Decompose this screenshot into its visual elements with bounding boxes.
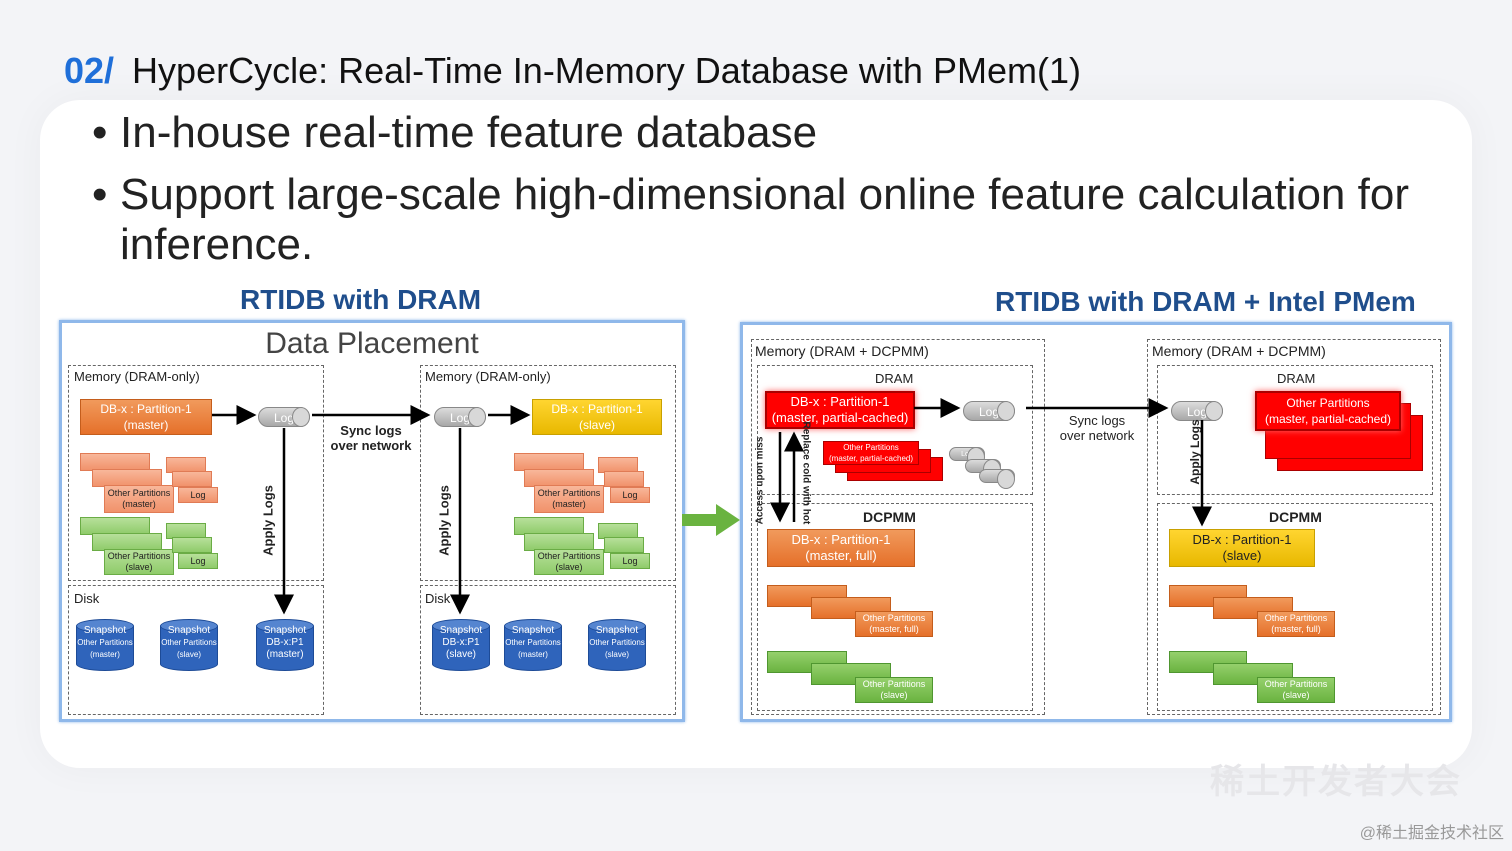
log-stack: Log (610, 553, 650, 569)
diagram-title: Data Placement (265, 327, 479, 360)
dcpmm-label: DCPMM (863, 509, 916, 525)
sync-logs-label: Sync logs over network (330, 423, 412, 453)
other-partitions-master-full: Other Partitions (master, full) (1257, 611, 1335, 637)
right-heading: RTIDB with DRAM + Intel PMem (995, 286, 1416, 317)
dcpmm-region (1157, 503, 1433, 711)
memory-label: Memory (DRAM + DCPMM) (1152, 343, 1326, 359)
memory-region-slave (420, 365, 676, 581)
other-partitions-master: Other Partitions (master) (104, 485, 174, 513)
log-stack: Log (178, 553, 218, 569)
dram-region (1157, 365, 1433, 495)
bullet-item: •In-house real-time feature database (92, 108, 818, 157)
memory-label: Memory (DRAM-only) (425, 369, 551, 384)
master-partition-cached: DB-x : Partition-1 (master, partial-cach… (765, 391, 915, 429)
other-partitions-slave: Other Partitions (slave) (855, 677, 933, 703)
log-stack (604, 471, 644, 487)
master-partition-full: DB-x : Partition-1 (master, full) (767, 529, 915, 567)
dram-label: DRAM (875, 371, 914, 386)
other-partitions-cached: Other Partitions (master, partial-cached… (1255, 391, 1401, 431)
left-heading: RTIDB with DRAM (240, 284, 482, 315)
page-title: 02/HyperCycle: Real-Time In-Memory Datab… (64, 50, 1081, 92)
watermark: 稀土开发者大会 (1210, 763, 1462, 801)
master-partition: DB-x : Partition-1 (master) (80, 399, 212, 435)
log-cylinder: Log (258, 407, 310, 427)
sync-logs-label: Sync logs over network (1059, 413, 1135, 443)
dram-label: DRAM (1277, 371, 1316, 386)
log-stack: Log (610, 487, 650, 503)
memory-region-master (68, 365, 324, 581)
slave-partition: DB-x : Partition-1 (slave) (1169, 529, 1315, 567)
bullet-list: •In-house real-time feature database •Su… (92, 108, 1472, 282)
credit: @稀土掘金技术社区 (1359, 825, 1504, 842)
disk-region-slave (420, 585, 676, 715)
log-cylinder: Log (963, 401, 1015, 421)
log-cylinder (979, 469, 1015, 489)
log-stack (172, 471, 212, 487)
dcpmm-region (757, 503, 1033, 711)
disk-label: Disk (425, 591, 451, 606)
log-stack (604, 537, 644, 553)
other-partitions-master-full: Other Partitions (master, full) (855, 611, 933, 637)
slave-partition: DB-x : Partition-1 (slave) (532, 399, 662, 435)
memory-label: Memory (DRAM-only) (74, 369, 200, 384)
section-number: 02/ (64, 50, 115, 91)
dram-region (757, 365, 1033, 495)
transition-arrow (682, 504, 740, 536)
other-partitions-cached: Other Partitions (master, partial-cached… (823, 441, 919, 465)
host-master (751, 339, 1045, 715)
left-diagram: Data Placement Memory (DRAM-only) Memory… (59, 320, 685, 722)
memory-label: Memory (DRAM + DCPMM) (755, 343, 929, 359)
host-slave (1147, 339, 1441, 715)
other-partitions-slave: Other Partitions (slave) (534, 549, 604, 575)
disk-label: Disk (74, 591, 100, 606)
log-stack: Log (178, 487, 218, 503)
log-cylinder: Log (1171, 401, 1223, 421)
dcpmm-label: DCPMM (1269, 509, 1322, 525)
log-stack (172, 537, 212, 553)
disk-region-master (68, 585, 324, 715)
other-partitions-slave: Other Partitions (slave) (104, 549, 174, 575)
bullet-item: •Support large-scale high-dimensional on… (92, 170, 1409, 269)
other-partitions-slave: Other Partitions (slave) (1257, 677, 1335, 703)
right-diagram: Memory (DRAM + DCPMM) Memory (DRAM + DCP… (740, 322, 1452, 722)
other-partitions-master: Other Partitions (master) (534, 485, 604, 513)
title-text: HyperCycle: Real-Time In-Memory Database… (132, 50, 1081, 91)
log-cylinder: Log (434, 407, 486, 427)
